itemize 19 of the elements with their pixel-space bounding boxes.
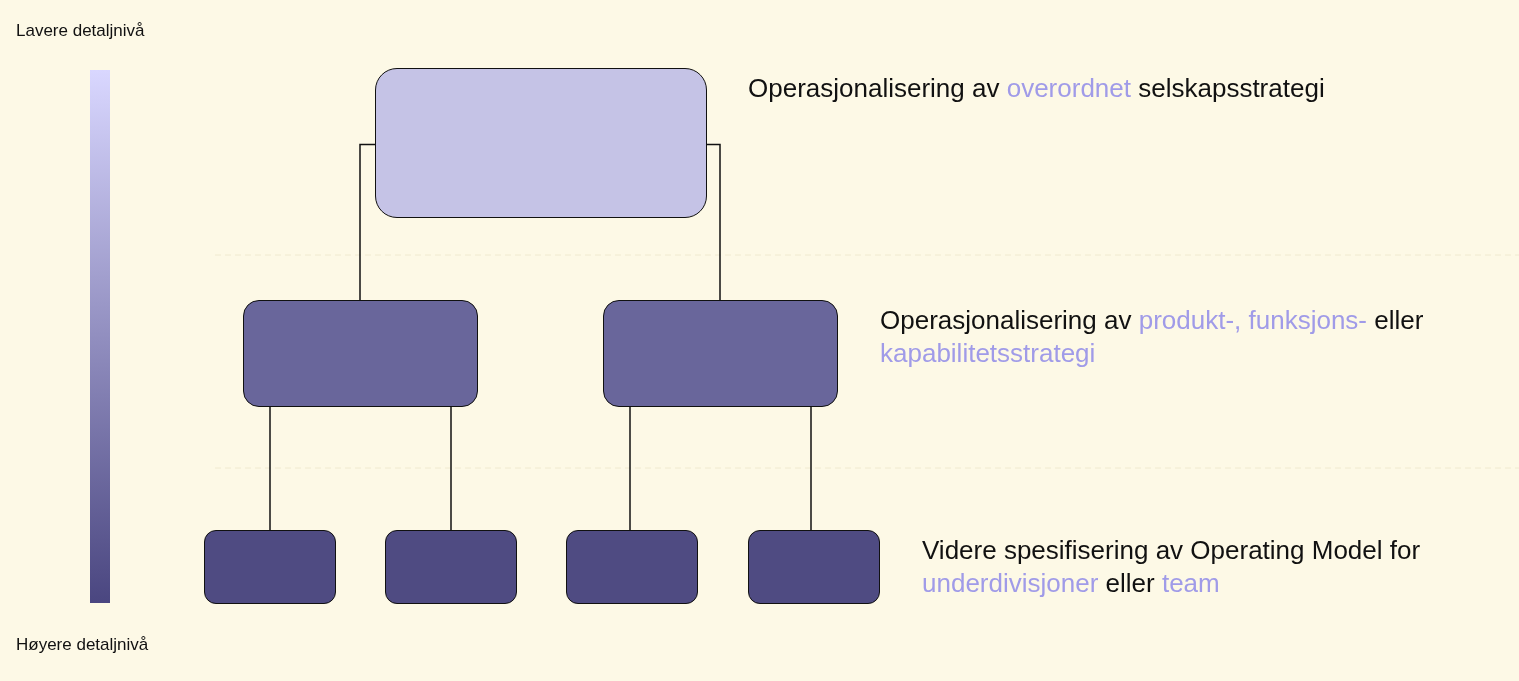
org-box: [243, 300, 478, 407]
org-box: [566, 530, 698, 604]
org-box: [204, 530, 336, 604]
scale-bottom-label: Høyere detaljnivå: [16, 634, 150, 656]
level-description: Operasjonalisering av produkt-, funksjons- eller kapabilitetsstrategi: [880, 304, 1425, 369]
level-description: Operasjonalisering av overordnet selskapsstrategi: [748, 72, 1326, 105]
connector-line: [359, 143, 376, 301]
connector-line: [810, 406, 812, 531]
detail-scale-bar: [90, 70, 110, 603]
connector-line: [450, 406, 452, 531]
org-box: [385, 530, 517, 604]
org-box: [603, 300, 838, 407]
org-box: [375, 68, 707, 218]
org-box: [748, 530, 880, 604]
scale-top-label: Lavere detaljnivå: [16, 20, 146, 42]
connector-line: [629, 406, 631, 531]
level-description: Videre spesifisering av Operating Model for underdivisjoner eller team: [922, 534, 1422, 599]
connector-line: [706, 143, 721, 301]
connector-line: [269, 406, 271, 531]
